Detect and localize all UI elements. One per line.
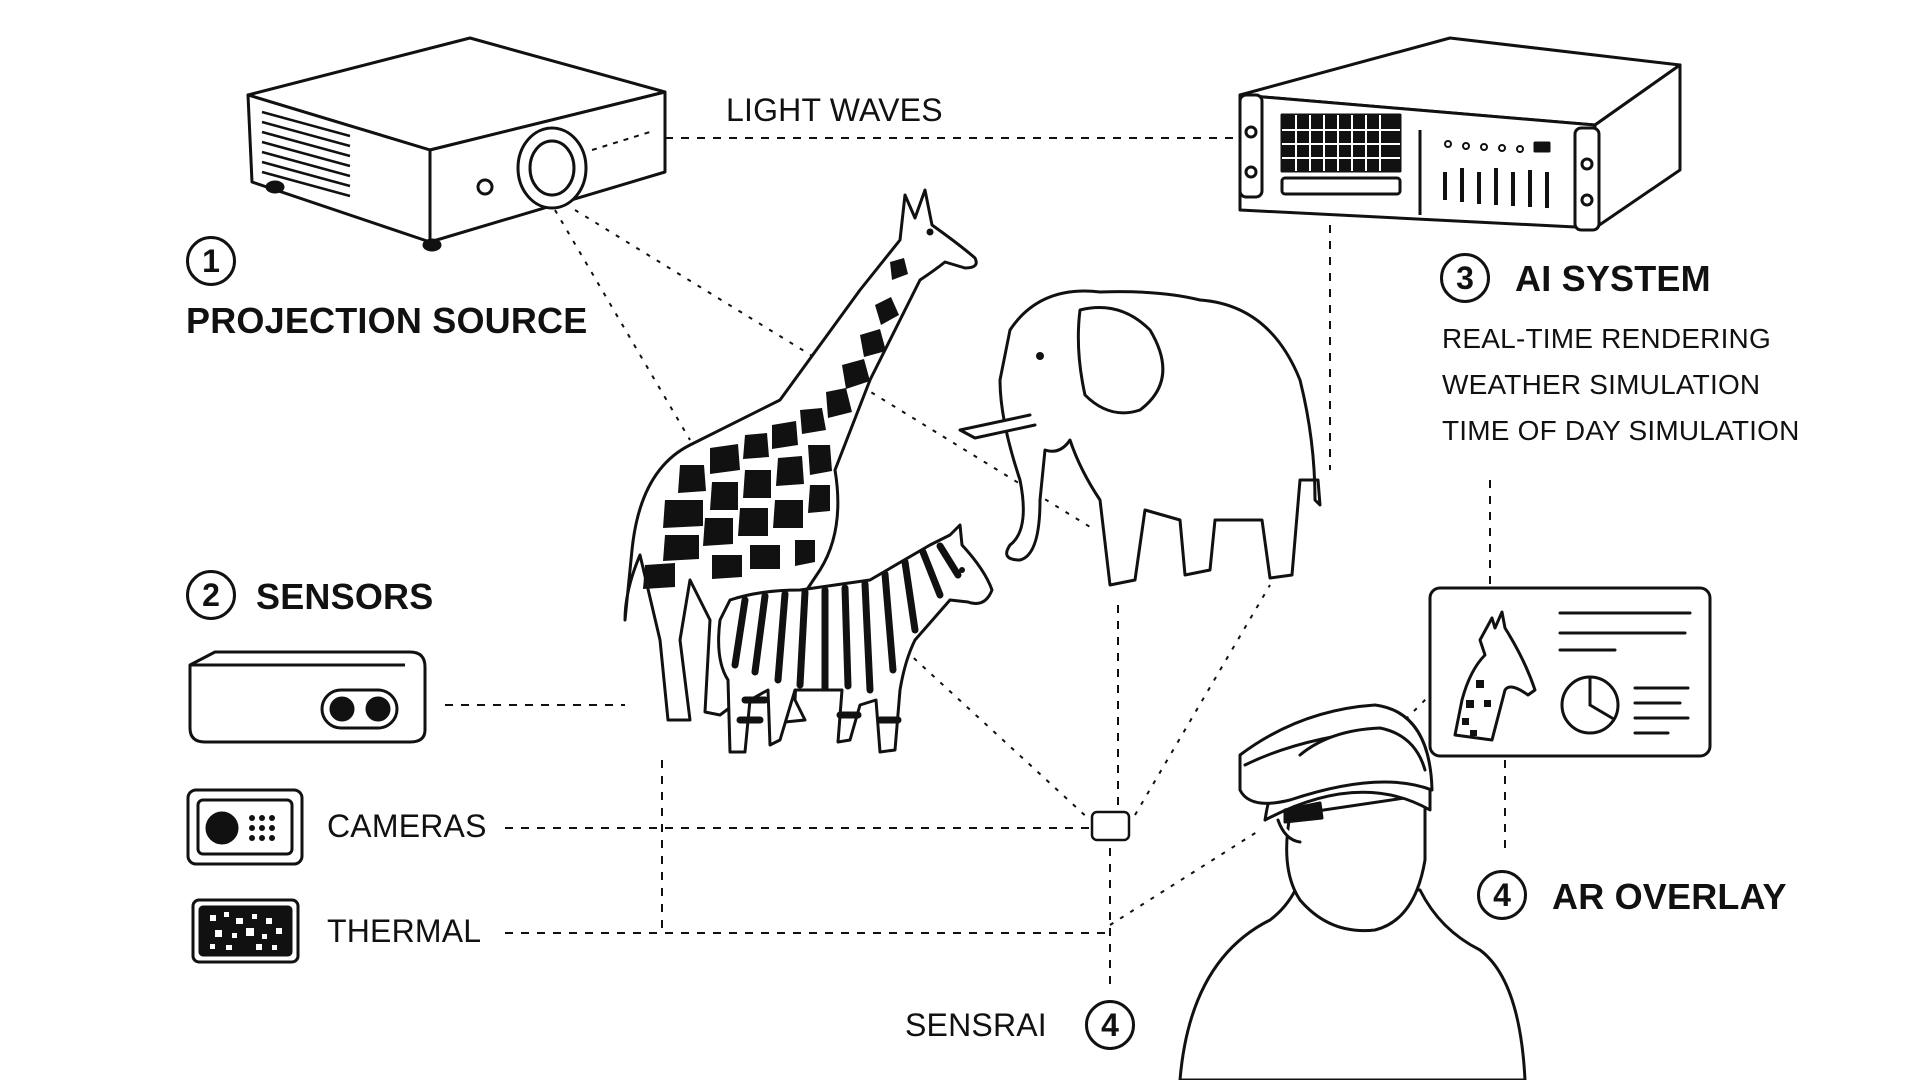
camera-icon: [186, 788, 304, 866]
thermal-label: THERMAL: [327, 913, 482, 949]
ai-item-time-of-day: TIME OF DAY SIMULATION: [1442, 415, 1800, 446]
sensrai-label: SENSRAI: [905, 1007, 1047, 1043]
sensrai-badge: 4: [1085, 1000, 1135, 1050]
projection-source-label: PROJECTION SOURCE: [186, 300, 588, 341]
ai-item-rendering: REAL-TIME RENDERING: [1442, 323, 1771, 354]
ar-display-panel-icon: [1428, 586, 1712, 758]
projector-icon: [246, 36, 667, 252]
sensors-label: SENSORS: [256, 576, 434, 617]
step-4-badge: 4: [1477, 870, 1527, 920]
step-2-badge: 2: [186, 570, 236, 620]
hub-person-diagonal: [1109, 829, 1261, 926]
step-3-badge: 3: [1440, 253, 1490, 303]
projector-beam-left: [554, 209, 691, 441]
ai-system-label: AI SYSTEM: [1515, 258, 1711, 299]
connector-lines: [445, 137, 1506, 990]
giraffe-icon: [623, 188, 978, 724]
ar-headset-person-icon: [1178, 703, 1527, 1080]
ai-item-weather: WEATHER SIMULATION: [1442, 369, 1761, 400]
ar-overlay-label: AR OVERLAY: [1552, 876, 1787, 917]
hub-node-icon: [1090, 810, 1131, 842]
hub-elephant-diagonal: [1134, 584, 1271, 816]
step-1-badge: 1: [186, 236, 236, 286]
elephant-icon: [958, 289, 1322, 587]
cameras-label: CAMERAS: [327, 808, 487, 844]
depth-sensor-icon: [188, 650, 427, 744]
zebra-icon: [717, 523, 994, 754]
light-waves-label: LIGHT WAVES: [726, 92, 943, 128]
thermal-sensor-icon: [191, 898, 300, 964]
server-rack-icon: [1238, 36, 1682, 232]
zebra-hub-diagonal: [904, 649, 1091, 821]
